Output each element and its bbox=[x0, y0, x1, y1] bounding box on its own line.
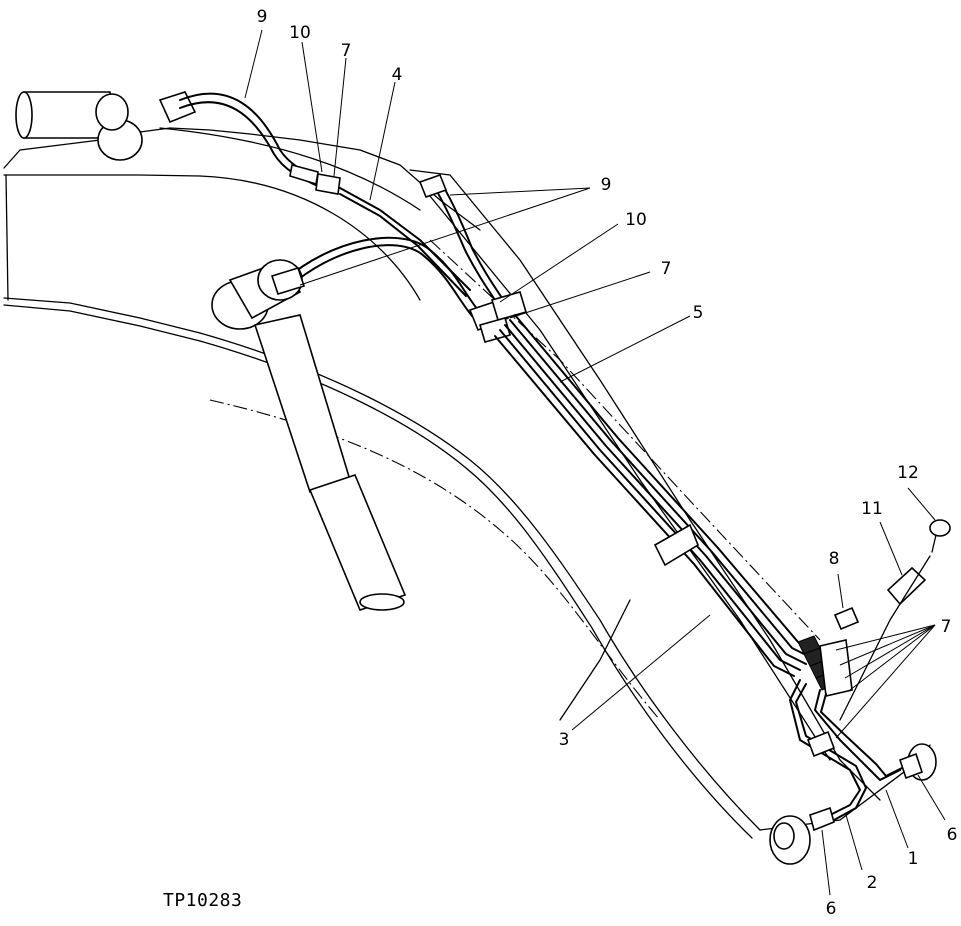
callout-2: 2 bbox=[867, 873, 878, 893]
callout-7-bottom: 7 bbox=[941, 617, 952, 637]
callout-6-bottom: 6 bbox=[826, 899, 837, 919]
plug-8 bbox=[833, 606, 860, 631]
bolt-12-shank bbox=[931, 534, 937, 553]
callout-9-top: 9 bbox=[257, 7, 268, 27]
callout-4: 4 bbox=[392, 65, 403, 85]
callout-6-right: 6 bbox=[947, 825, 958, 845]
hose-middle bbox=[270, 173, 503, 317]
callout-7-top: 7 bbox=[341, 41, 352, 61]
bottom-tubes bbox=[789, 679, 924, 832]
callout-11: 11 bbox=[861, 499, 883, 519]
lower-fittings bbox=[797, 635, 853, 697]
callout-5: 5 bbox=[693, 303, 704, 323]
assembly-guide bbox=[839, 555, 931, 721]
callout-10-mid: 10 bbox=[625, 210, 647, 230]
callout-12: 12 bbox=[897, 463, 919, 483]
clamp-blocks bbox=[468, 291, 527, 343]
callout-9-mid: 9 bbox=[601, 175, 612, 195]
clamp-11 bbox=[886, 566, 927, 606]
drawing-code: TP10283 bbox=[163, 890, 242, 911]
leader-lines bbox=[244, 29, 946, 896]
callout-1: 1 bbox=[908, 849, 919, 869]
upper-cylinder bbox=[15, 91, 197, 161]
callout-8: 8 bbox=[829, 549, 840, 569]
boom-cylinder bbox=[211, 259, 407, 611]
tube-bundle bbox=[494, 314, 819, 677]
bolt-12-head bbox=[929, 519, 951, 537]
callouts: 9 10 7 4 9 10 7 5 12 11 8 7 3 6 1 2 6 bbox=[257, 7, 958, 919]
callout-3: 3 bbox=[559, 730, 570, 750]
callout-10-top: 10 bbox=[289, 23, 311, 43]
hose-upper bbox=[179, 92, 471, 297]
callout-7-mid: 7 bbox=[661, 259, 672, 279]
boom-outline bbox=[3, 127, 937, 865]
loose-parts bbox=[833, 519, 951, 721]
